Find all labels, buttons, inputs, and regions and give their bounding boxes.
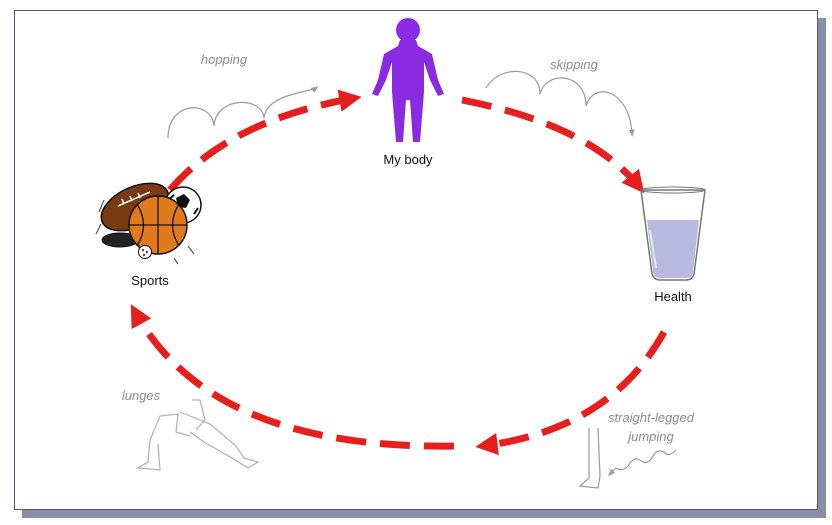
arrow-body-to-health xyxy=(462,100,640,188)
sports-balls-icon xyxy=(94,174,201,264)
node-label-body: My body xyxy=(383,152,433,167)
arrow-jumping-to-sports xyxy=(134,310,454,446)
exercise-label-skipping: skipping xyxy=(550,57,598,72)
skipping-trail-icon xyxy=(486,71,632,134)
lunge-figure-icon xyxy=(138,400,258,470)
node-label-health: Health xyxy=(654,289,692,304)
water-glass-icon xyxy=(641,187,705,280)
cycle-arrows xyxy=(134,98,664,446)
exercise-label-jumping-line1: straight-legged xyxy=(608,410,695,425)
node-label-sports: Sports xyxy=(131,273,169,288)
exercise-label-hopping: hopping xyxy=(201,52,248,67)
exercise-label-lunges: lunges xyxy=(122,388,161,403)
exercise-label-jumping-line2: jumping xyxy=(626,429,674,444)
person-icon xyxy=(372,18,444,142)
